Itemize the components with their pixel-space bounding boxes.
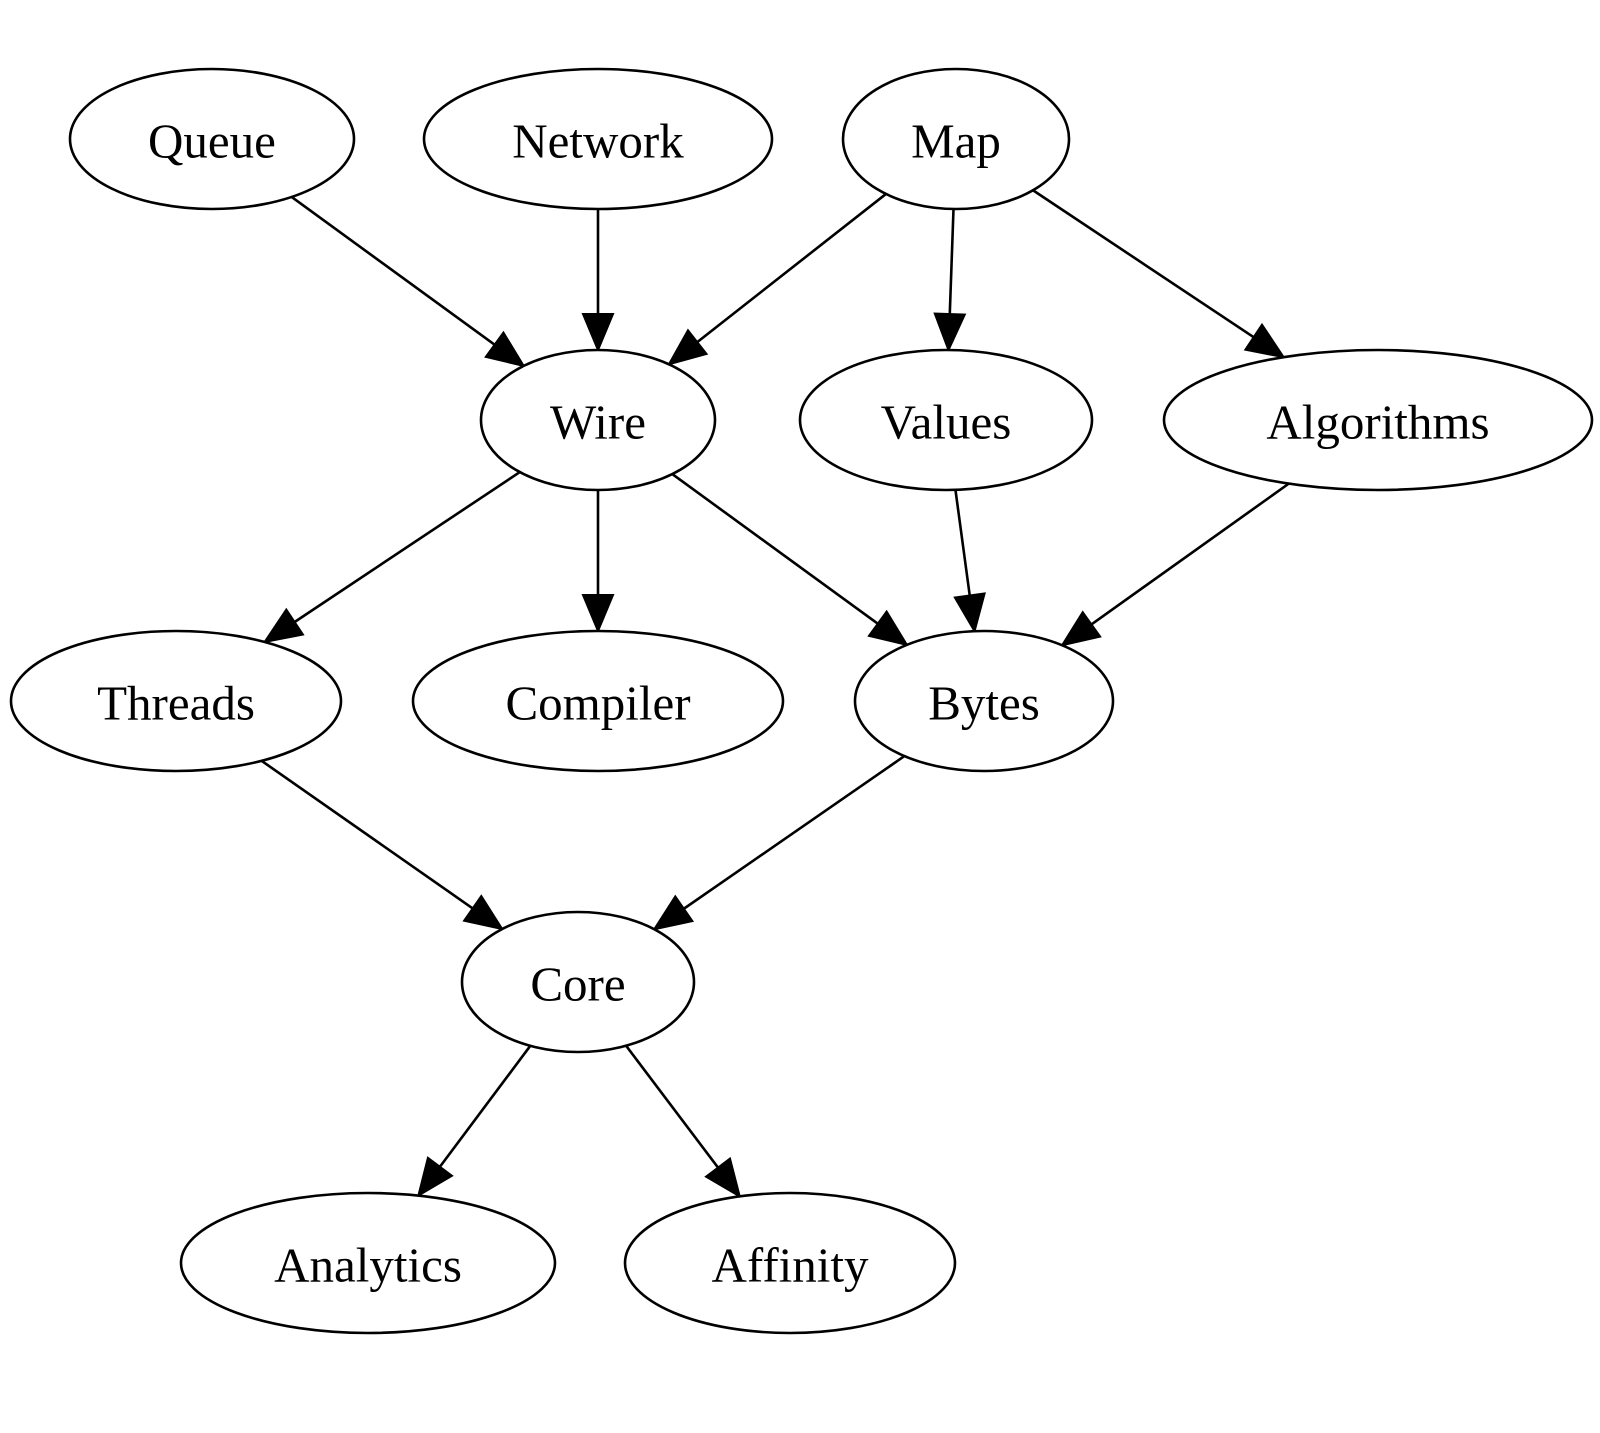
edge-line — [1032, 189, 1255, 339]
node-ellipse — [1162, 348, 1594, 492]
edge-queue-to-wire — [290, 195, 526, 368]
node-label: Network — [512, 114, 684, 169]
arrowhead-icon — [704, 1156, 742, 1199]
edge-map-to-values — [933, 208, 967, 353]
edge-network-to-wire — [581, 209, 615, 353]
node-ellipse — [623, 1191, 957, 1335]
node-values: Values — [798, 348, 1094, 492]
edge-line — [293, 470, 521, 624]
arrowhead-icon — [462, 894, 505, 931]
arrowhead-icon — [953, 592, 986, 634]
arrowhead-icon — [581, 594, 615, 634]
edge-bytes-to-core — [652, 755, 906, 931]
edge-line — [625, 1044, 720, 1169]
node-bytes: Bytes — [853, 629, 1115, 773]
node-affinity: Affinity — [623, 1191, 957, 1335]
node-label: Map — [911, 114, 1001, 169]
edge-algorithms-to-bytes — [1059, 482, 1290, 647]
node-ellipse — [68, 67, 356, 211]
edge-line — [954, 489, 972, 596]
node-label: Core — [530, 957, 625, 1012]
edge-values-to-bytes — [953, 489, 986, 634]
arrowhead-icon — [262, 607, 305, 644]
node-label: Threads — [97, 676, 255, 731]
edge-line — [438, 1045, 532, 1168]
edge-line — [671, 473, 879, 625]
arrowhead-icon — [484, 330, 526, 368]
edge-line — [290, 195, 496, 346]
node-ellipse — [422, 67, 774, 211]
arrowhead-icon — [581, 313, 615, 353]
edge-line — [1090, 482, 1290, 626]
node-label: Analytics — [274, 1238, 462, 1293]
node-analytics: Analytics — [179, 1191, 557, 1335]
arrowhead-icon — [1059, 610, 1102, 647]
arrowhead-icon — [933, 312, 967, 353]
edge-threads-to-core — [260, 759, 505, 931]
node-core: Core — [460, 910, 696, 1054]
node-label: Wire — [550, 395, 646, 450]
edge-core-to-affinity — [625, 1044, 742, 1199]
edge-map-to-wire — [666, 192, 887, 366]
node-ellipse — [853, 629, 1115, 773]
arrowhead-icon — [867, 609, 910, 647]
arrowhead-icon — [666, 328, 709, 366]
edge-wire-to-threads — [262, 470, 521, 644]
edge-line — [948, 208, 955, 315]
arrowhead-icon — [416, 1156, 454, 1198]
node-compiler: Compiler — [411, 629, 785, 773]
node-queue: Queue — [68, 67, 356, 211]
node-wire: Wire — [479, 348, 717, 492]
node-label: Values — [881, 395, 1012, 450]
node-threads: Threads — [9, 629, 343, 773]
node-label: Affinity — [712, 1238, 869, 1293]
edge-line — [696, 192, 887, 344]
edge-line — [683, 755, 906, 910]
node-ellipse — [460, 910, 696, 1054]
arrowhead-icon — [1243, 322, 1286, 359]
node-ellipse — [798, 348, 1094, 492]
node-label: Queue — [148, 114, 276, 169]
edge-wire-to-bytes — [671, 473, 910, 647]
node-label: Algorithms — [1266, 395, 1489, 450]
edges-layer — [260, 189, 1290, 1199]
node-ellipse — [179, 1191, 557, 1335]
node-network: Network — [422, 67, 774, 211]
node-map: Map — [841, 67, 1071, 211]
node-ellipse — [9, 629, 343, 773]
edge-wire-to-compiler — [581, 490, 615, 634]
node-ellipse — [841, 67, 1071, 211]
arrowhead-icon — [652, 894, 695, 931]
edge-line — [260, 759, 474, 910]
node-ellipse — [479, 348, 717, 492]
edge-map-to-algorithms — [1032, 189, 1286, 359]
node-label: Compiler — [505, 676, 690, 731]
node-algorithms: Algorithms — [1162, 348, 1594, 492]
node-label: Bytes — [928, 676, 1040, 731]
node-ellipse — [411, 629, 785, 773]
edge-core-to-analytics — [416, 1045, 532, 1198]
